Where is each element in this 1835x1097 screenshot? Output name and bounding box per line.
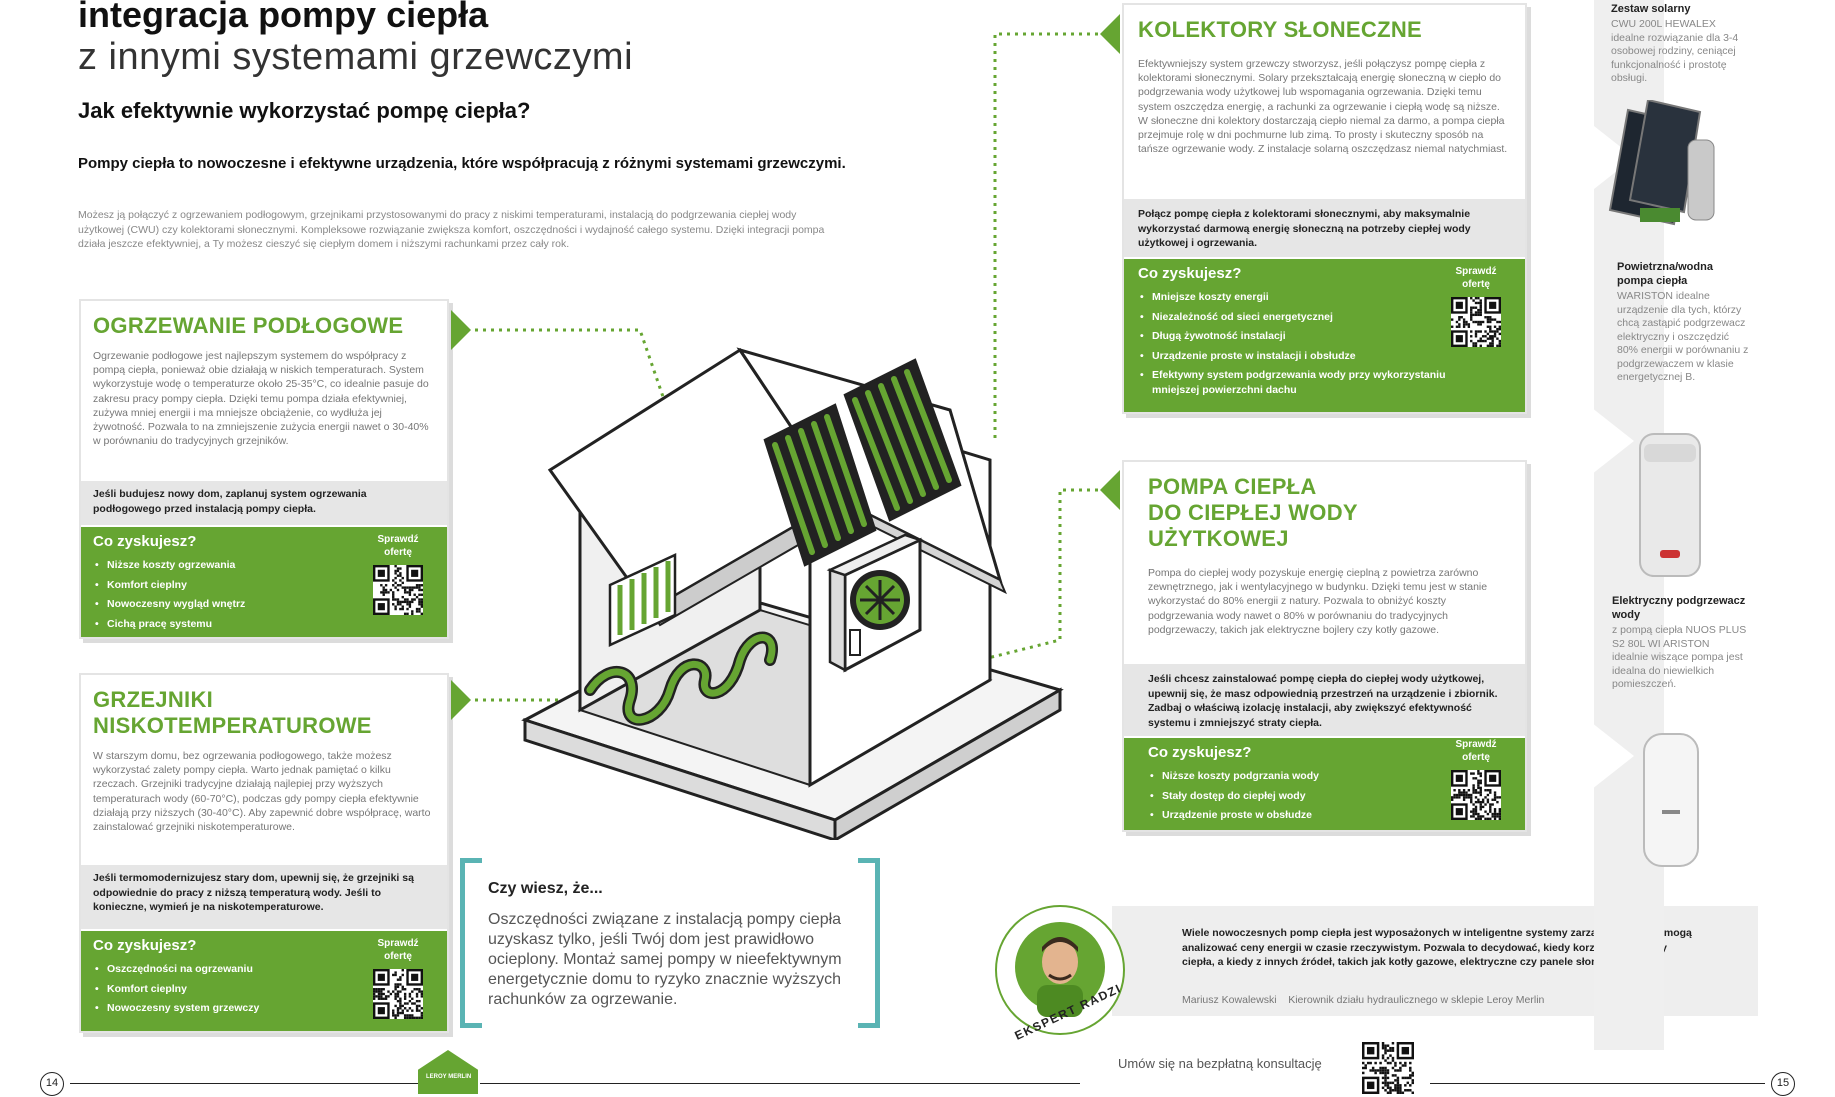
cwu-body: Pompa do ciepłej wody pozyskuje energię …	[1148, 567, 1488, 636]
expert-portrait-icon	[1015, 922, 1105, 1017]
solar-body: Efektywniejszy system grzewczy stworzysz…	[1138, 58, 1508, 156]
did-you-know-title: Czy wiesz, że...	[488, 880, 603, 897]
offer-link[interactable]: Sprawdź ofertę	[363, 533, 433, 615]
benefit-item: Niezależność od sieci energetycznej	[1138, 308, 1458, 328]
floor-heating-benefits: Co zyskujesz? Niższe koszty ogrzewania K…	[81, 527, 447, 637]
lead-text: Pompy ciepła to nowoczesne i efektywne u…	[78, 155, 846, 172]
footer-rule-right	[1430, 1083, 1765, 1084]
benefits-heading: Co zyskujesz?	[93, 937, 197, 954]
cwu-card: POMPA CIEPŁA DO CIEPŁEJ WODY UŻYTKOWEJ P…	[1122, 460, 1527, 832]
arrow-left-icon	[1100, 470, 1120, 510]
floor-heating-card: OGRZEWANIE PODŁOGOWE Ogrzewanie podłogow…	[79, 299, 449, 639]
did-you-know-bracket-right	[858, 858, 880, 1028]
did-you-know-bracket-left	[460, 858, 482, 1028]
benefit-item: Cichą pracę systemu	[93, 615, 435, 635]
benefits-list: Niższe koszty podgrzania wody Stały dost…	[1148, 767, 1501, 826]
page-subtitle: Jak efektywnie wykorzystać pompę ciepła?	[78, 98, 531, 123]
offer-link[interactable]: Sprawdź ofertę	[1441, 265, 1511, 347]
product-title: Elektryczny podgrzewacz wody	[1612, 595, 1746, 621]
benefits-heading: Co zyskujesz?	[1138, 265, 1242, 282]
cwu-title-line3: UŻYTKOWEJ	[1148, 526, 1289, 551]
arrow-right-icon	[451, 310, 471, 350]
benefit-item: Nowoczesny system grzewczy	[93, 999, 435, 1019]
solar-note: Połącz pompę ciepła z kolektorami słonec…	[1124, 199, 1525, 257]
benefit-item: Efektywny system podgrzewania wody przy …	[1138, 368, 1458, 398]
cwu-title-line2: DO CIEPŁEJ WODY	[1148, 500, 1358, 525]
product-desc: CWU 200L HEWALEX idealne rozwiązanie dla…	[1611, 18, 1739, 84]
water-heater-image[interactable]	[1640, 730, 1702, 870]
consultation-qr-icon[interactable]	[1362, 1042, 1414, 1094]
benefit-item: Komfort cieplny	[93, 576, 435, 596]
solar-title: KOLEKTORY SŁONECZNE	[1138, 17, 1422, 42]
radiators-title-line2: NISKOTEMPERATUROWE	[93, 713, 372, 738]
product-title: Zestaw solarny	[1611, 3, 1691, 15]
qr-code-icon[interactable]	[1451, 297, 1501, 347]
benefits-list: Mniejsze koszty energii Niezależność od …	[1138, 288, 1458, 398]
footer-rule-mid	[480, 1083, 1080, 1084]
solar-card: KOLEKTORY SŁONECZNE Efektywniejszy syste…	[1122, 3, 1527, 414]
expert-text: Wiele nowoczesnych pomp ciepła jest wypo…	[1182, 927, 1692, 968]
benefit-item: Oszczędności na ogrzewaniu	[93, 960, 435, 980]
qr-code-icon[interactable]	[1451, 770, 1501, 820]
product-heat-pump: Powietrzna/wodna pompa ciepła WARISTON i…	[1617, 260, 1752, 385]
heat-pump-image[interactable]	[1636, 430, 1704, 580]
expert-signature: Mariusz Kowalewski Kierownik działu hydr…	[1182, 994, 1545, 1006]
cwu-benefits: Co zyskujesz? Niższe koszty podgrzania w…	[1124, 738, 1525, 830]
intro-text: Możesz ją połączyć z ogrzewaniem podłogo…	[78, 209, 825, 250]
benefits-heading: Co zyskujesz?	[1148, 744, 1252, 761]
product-solar-set: Zestaw solarny CWU 200L HEWALEX idealne …	[1611, 2, 1746, 86]
expert-avatar	[995, 905, 1125, 1035]
offer-label: Sprawdź ofertę	[1455, 739, 1497, 763]
benefits-heading: Co zyskujesz?	[93, 533, 197, 550]
offer-label: Sprawdź ofertę	[1455, 266, 1497, 290]
radiators-title: GRZEJNIKI	[93, 687, 214, 712]
footer-rule-left	[70, 1083, 420, 1084]
product-desc: WARISTON idealne urządzenie dla tych, kt…	[1617, 290, 1749, 383]
benefit-item: Stały dostęp do ciepłej wody	[1148, 787, 1501, 807]
offer-label: Sprawdź ofertę	[377, 938, 419, 962]
benefit-item: Urządzenie proste w instalacji i obsłudz…	[1138, 347, 1458, 367]
product-water-heater: Elektryczny podgrzewacz wody z pompą cie…	[1612, 594, 1747, 692]
benefit-item: Nowoczesny wygląd wnętrz	[93, 595, 435, 615]
house-illustration	[521, 347, 1064, 840]
offer-link[interactable]: Sprawdź ofertę	[363, 937, 433, 1019]
solar-benefits: Co zyskujesz? Mniejsze koszty energii Ni…	[1124, 259, 1525, 412]
benefit-item: Niższe koszty ogrzewania	[93, 556, 435, 576]
benefit-item: Komfort cieplny	[93, 980, 435, 1000]
benefits-list: Oszczędności na ogrzewaniu Komfort ciepl…	[93, 960, 435, 1019]
radiators-card: GRZEJNIKI NISKOTEMPERATUROWE W starszym …	[79, 673, 449, 1033]
arrow-left-icon	[1100, 14, 1120, 54]
consultation-text: Umów się na bezpłatną konsultację	[1118, 1056, 1322, 1071]
benefit-item: Urządzenie proste w obsłudze	[1148, 806, 1501, 826]
logo-text: LEROY MERLIN	[426, 1074, 472, 1080]
solar-panel-image[interactable]	[1600, 100, 1720, 228]
radiators-body: W starszym domu, bez ogrzewania podłogow…	[93, 750, 431, 834]
qr-code-icon[interactable]	[373, 969, 423, 1019]
benefits-list: Niższe koszty ogrzewania Komfort cieplny…	[93, 556, 435, 634]
page-title: integracja pompy ciepła	[78, 0, 489, 35]
product-desc: z pompą ciepła NUOS PLUS S2 80L WI ARIST…	[1612, 624, 1747, 690]
did-you-know-text: Oszczędności związane z instalacją pompy…	[488, 911, 842, 1008]
radiators-note: Jeśli termomodernizujesz stary dom, upew…	[81, 865, 447, 929]
floor-heating-note: Jeśli budujesz nowy dom, zaplanuj system…	[81, 481, 447, 525]
floor-heating-title: OGRZEWANIE PODŁOGOWE	[93, 313, 404, 338]
floor-heating-body: Ogrzewanie podłogowe jest najlepszym sys…	[93, 350, 429, 448]
offer-link[interactable]: Sprawdź ofertę	[1441, 738, 1511, 820]
cwu-title: POMPA CIEPŁA	[1148, 474, 1317, 499]
benefit-item: Niższe koszty podgrzania wody	[1148, 767, 1501, 787]
radiators-benefits: Co zyskujesz? Oszczędności na ogrzewaniu…	[81, 931, 447, 1031]
cwu-note: Jeśli chcesz zainstalować pompę ciepła d…	[1124, 664, 1525, 736]
arrow-right-icon	[451, 680, 471, 720]
benefit-item: Długą żywotność instalacji	[1138, 327, 1458, 347]
product-title: Powietrzna/wodna pompa ciepła	[1617, 261, 1713, 287]
benefit-item: Mniejsze koszty energii	[1138, 288, 1458, 308]
offer-label: Sprawdź ofertę	[377, 534, 419, 558]
page-number-right: 15	[1771, 1072, 1795, 1096]
page-number-left: 14	[40, 1072, 64, 1096]
page-title-line2: z innymi systemami grzewczymi	[78, 36, 634, 78]
qr-code-icon[interactable]	[373, 565, 423, 615]
